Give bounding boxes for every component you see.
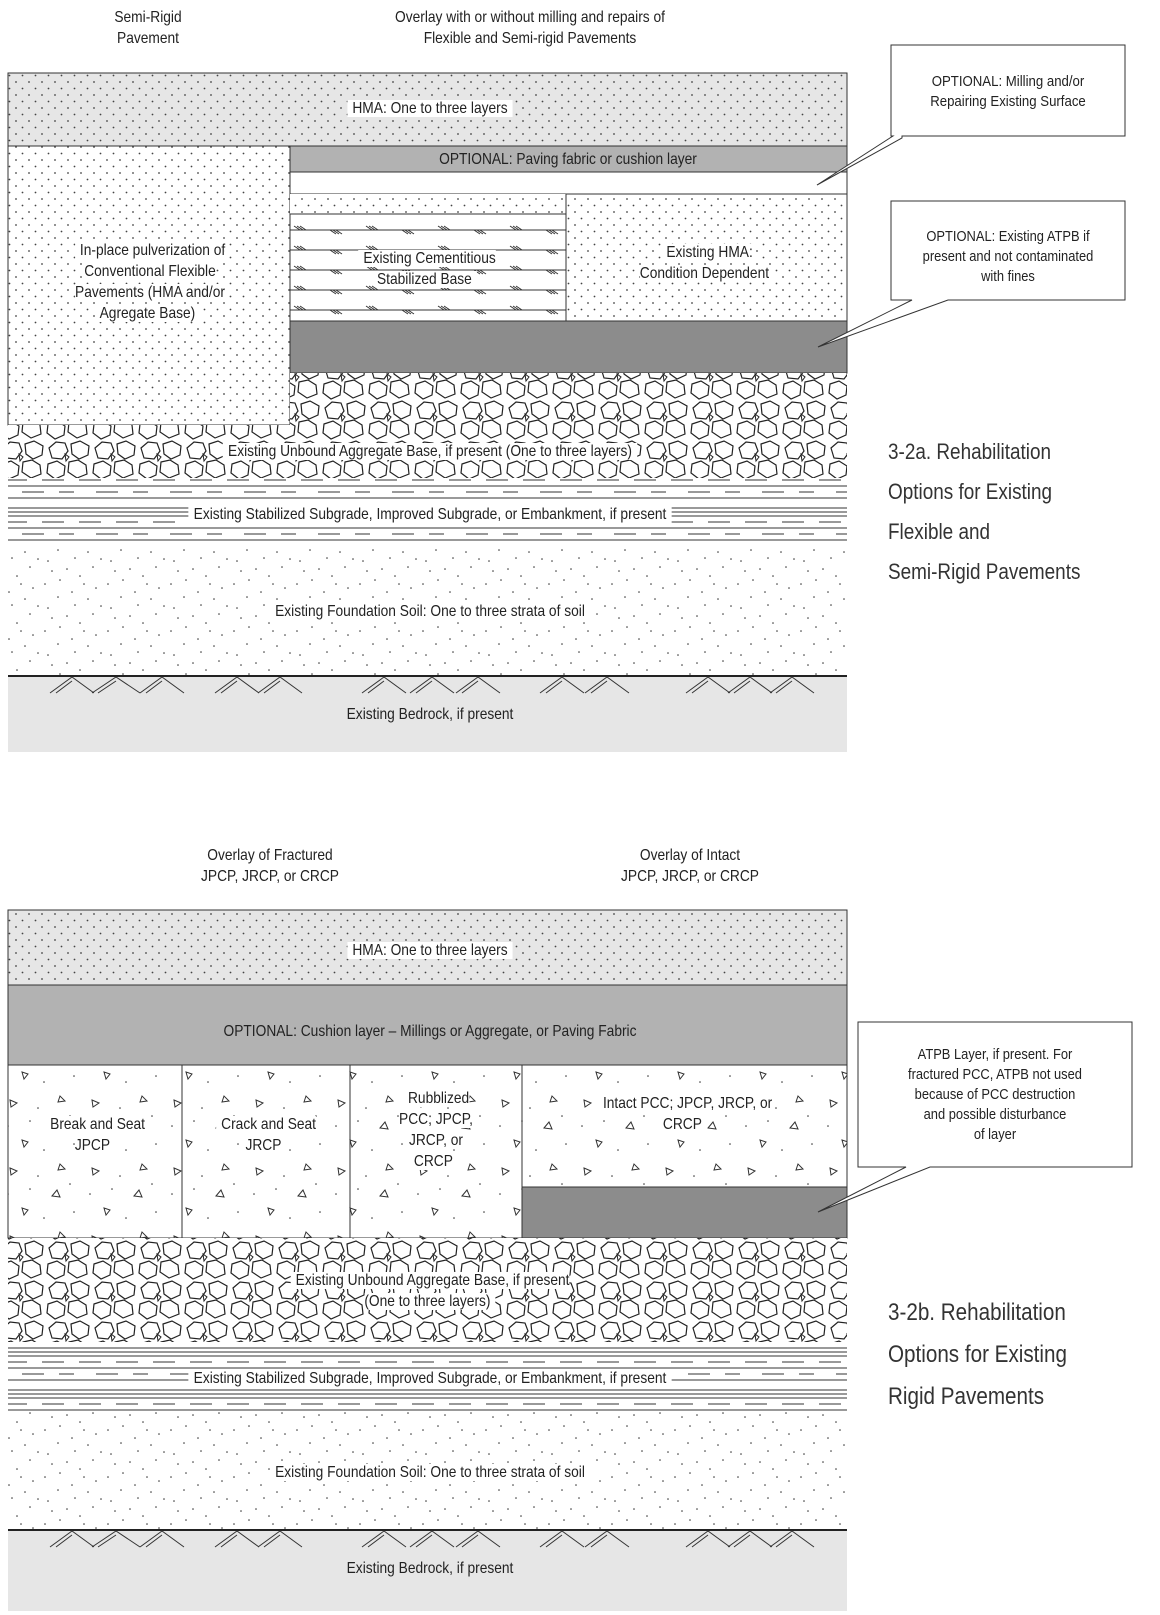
hma-label-b: HMA: One to three layers [347, 942, 513, 959]
header-semi-rigid: Semi-Rigid Pavement [114, 9, 182, 47]
soil-label-b: Existing Foundation Soil: One to three s… [269, 1464, 591, 1481]
header-fractured: Overlay of Fractured JPCP, JRCP, or CRCP [201, 847, 339, 885]
intact-pcc-label: Intact PCC; JPCP, JRCP, or CRCP [597, 1095, 773, 1133]
callout-milling: OPTIONAL: Milling and/or Repairing Exist… [930, 73, 1086, 110]
callout-atpb-b: ATPB Layer, if present. For fractured PC… [907, 1046, 1082, 1143]
paving-fabric-label: OPTIONAL: Paving fabric or cushion layer [439, 151, 697, 168]
header-intact: Overlay of Intact JPCP, JRCP, or CRCP [621, 847, 759, 885]
bedrock-a [8, 677, 847, 752]
hma-label-a: HMA: One to three layers [347, 100, 513, 117]
aggregate-base-label-b: Existing Unbound Aggregate Base, if pres… [290, 1272, 570, 1310]
callout-milling-shape [816, 44, 1126, 186]
pulverization-label: In-place pulverization of Conventional F… [74, 242, 226, 322]
paving-fabric-layer [289, 145, 848, 173]
bedrock-b [8, 1531, 847, 1611]
existing-hma-label: Existing HMA: Condition Dependent [639, 244, 775, 282]
atpb-layer-b [521, 1186, 848, 1239]
break-seat-label: Break and Seat JPCP [44, 1116, 145, 1154]
cushion-layer [7, 984, 848, 1066]
bedrock-label-a: Existing Bedrock, if present [346, 706, 514, 723]
rubblized-label: Rubblized PCC; JPCP, JRCP, or CRCP [399, 1090, 473, 1170]
callout-atpb-a: OPTIONAL: Existing ATPB if present and n… [922, 228, 1094, 285]
aggregate-base-label-a: Existing Unbound Aggregate Base, if pres… [222, 443, 638, 460]
cementitious-label: Existing Cementitious Stabilized Base [358, 250, 496, 288]
cementitious-top-band [290, 194, 566, 214]
subgrade-label-a: Existing Stabilized Subgrade, Improved S… [188, 506, 672, 523]
bedrock-label-b: Existing Bedrock, if present [346, 1560, 514, 1577]
caption-3-2b: 3-2b. Rehabilitation Options for Existin… [888, 1299, 1067, 1410]
soil-label-a: Existing Foundation Soil: One to three s… [269, 603, 591, 620]
callout-atpb-shape [817, 200, 1126, 348]
figure-b [7, 909, 1133, 1611]
cushion-label: OPTIONAL: Cushion layer – Millings or Ag… [223, 1023, 637, 1040]
aggregate-upper-a [290, 373, 847, 425]
bedrock-hatch-b [49, 1530, 815, 1548]
subgrade-label-b: Existing Stabilized Subgrade, Improved S… [188, 1370, 672, 1387]
bedrock-hatch-a [49, 676, 815, 694]
atpb-layer-a [289, 320, 848, 374]
crack-seat-label: Crack and Seat JRCP [215, 1116, 317, 1154]
aggregate-base-b [8, 1238, 847, 1342]
caption-3-2a: 3-2a. Rehabilitation Options for Existin… [888, 439, 1081, 584]
callout-atpb-b-shape [817, 1021, 1133, 1213]
milling-layer [289, 171, 848, 195]
header-overlay-flexible: Overlay with or without milling and repa… [395, 9, 665, 47]
